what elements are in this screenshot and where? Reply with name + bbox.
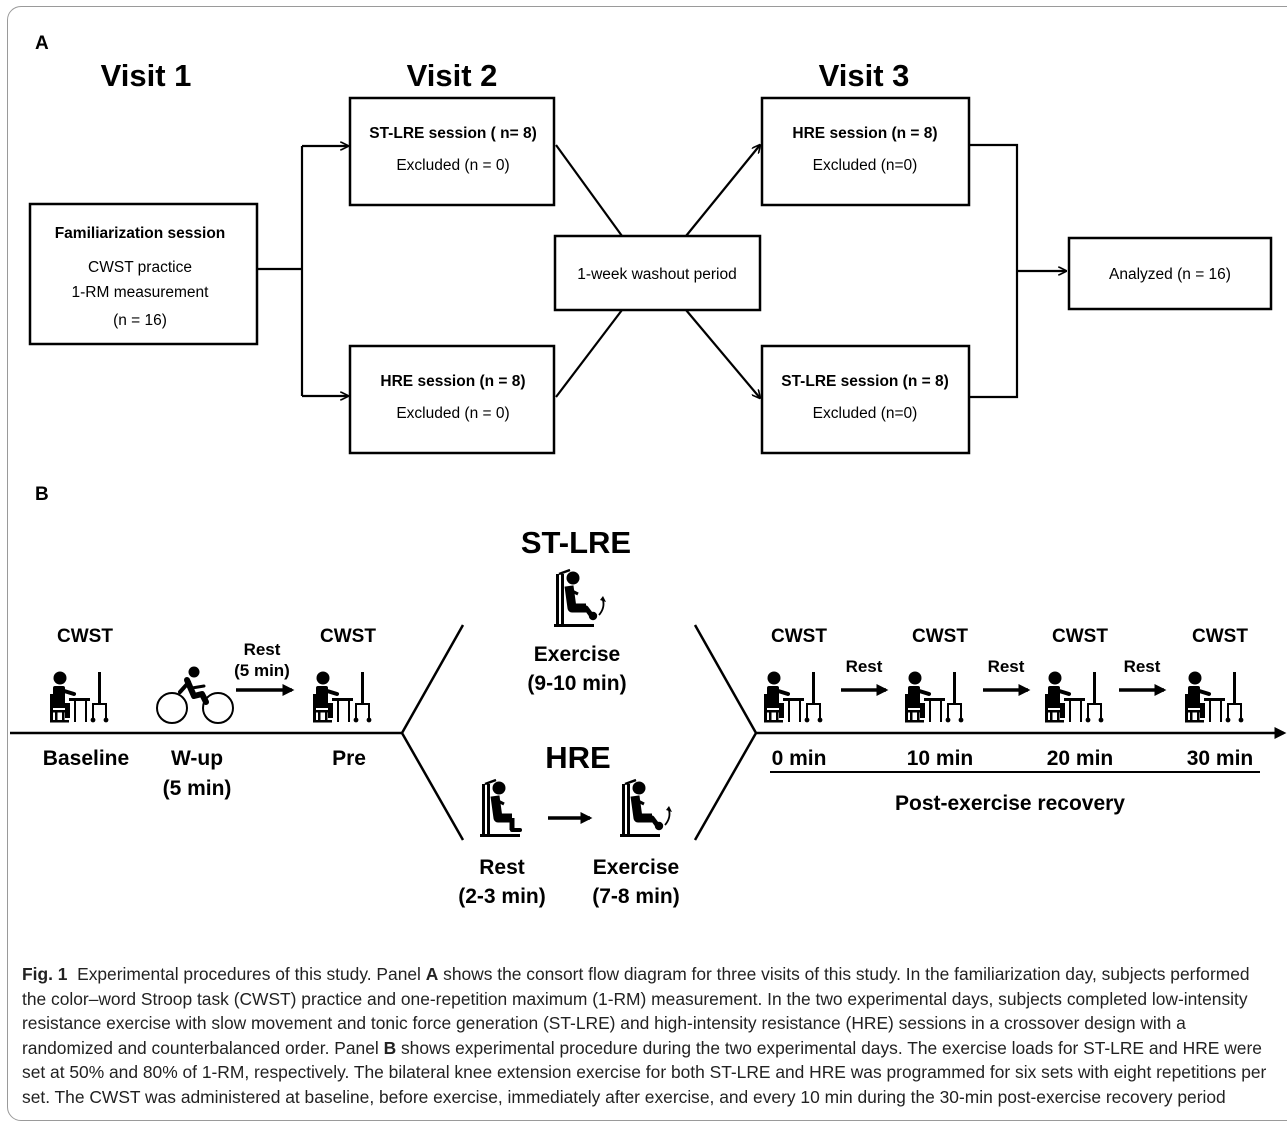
- timepoint-20: 20 min: [1047, 747, 1114, 770]
- figure-diagram: A Visit 1 Visit 2 Visit 3 Familiarizatio…: [10, 33, 1287, 908]
- caption-panel-a-ref: A: [425, 964, 439, 984]
- visit2-bottom-excluded: Excluded (n = 0): [396, 405, 509, 422]
- rest-label-3: Rest: [1124, 657, 1161, 676]
- cwst-desk-icon-pre: [311, 669, 374, 725]
- phase-divider-right: [693, 624, 758, 841]
- rest-label-2: Rest: [988, 657, 1025, 676]
- cwst-desk-icon-30min: [1183, 669, 1246, 725]
- figure-caption: Fig. 1 Experimental procedures of this s…: [22, 962, 1272, 1109]
- wup-label: W-up: [171, 747, 223, 770]
- cwst-desk-icon-20min: [1043, 669, 1106, 725]
- timepoint-10: 10 min: [907, 747, 974, 770]
- caption-panel-b-ref: B: [383, 1037, 397, 1058]
- timepoint-0: 0 min: [772, 747, 827, 770]
- hre-exercise-icon: [620, 780, 672, 837]
- caption-text-1: Experimental procedures of this study. P…: [77, 964, 426, 984]
- cwst-label-0min: CWST: [771, 626, 827, 647]
- visit3-bottom-excluded: Excluded (n=0): [813, 405, 918, 422]
- cwst-label-baseline: CWST: [57, 626, 113, 647]
- cwst-desk-icon-0min: [762, 669, 825, 725]
- st-lre-exercise-icon: [554, 570, 606, 627]
- analyzed-label: Analyzed (n = 16): [1109, 266, 1231, 283]
- pre-label: Pre: [332, 747, 366, 770]
- visit-2-heading: Visit 2: [407, 58, 498, 93]
- visit2-top-box: [348, 96, 556, 207]
- rest-label-1: Rest: [846, 657, 883, 676]
- cwst-label-10min: CWST: [912, 626, 968, 647]
- washout-label: 1-week washout period: [577, 266, 736, 283]
- timepoint-30: 30 min: [1187, 747, 1254, 770]
- cycling-icon: [157, 667, 233, 724]
- st-lre-exercise-duration: (9-10 min): [527, 672, 626, 695]
- panel-b-label: B: [35, 484, 49, 505]
- visit-1-heading: Visit 1: [101, 58, 192, 93]
- cwst-desk-icon-baseline: [48, 669, 111, 725]
- visit-3-heading: Visit 3: [819, 58, 910, 93]
- visit3-bottom-box: [760, 344, 971, 455]
- wup-duration: (5 min): [163, 777, 232, 800]
- analyzed-box: [1067, 236, 1273, 311]
- caption-figure-label: Fig. 1: [22, 964, 68, 984]
- st-lre-title: ST-LRE: [521, 525, 631, 560]
- cwst-desk-icon-10min: [903, 669, 966, 725]
- caption-text-3: shows experimental procedure during the …: [22, 1037, 1267, 1107]
- familiarization-text: Familiarization session CWST practice 1-…: [55, 225, 226, 329]
- st-lre-exercise-label: Exercise: [534, 643, 620, 666]
- panel-a-connectors: [257, 145, 1066, 398]
- visit2-bottom-box: [348, 344, 556, 455]
- hre-rest-duration: (2-3 min): [458, 885, 546, 908]
- visit3-top-box: [760, 96, 971, 207]
- visit2-top-excluded: Excluded (n = 0): [396, 157, 509, 174]
- familiarization-line-1: CWST practice: [88, 259, 192, 276]
- cwst-label-pre: CWST: [320, 626, 376, 647]
- panel-a-label: A: [35, 33, 49, 54]
- familiarization-line-2: 1-RM measurement: [72, 284, 210, 301]
- rest-label-warmup: Rest: [244, 640, 281, 659]
- familiarization-box: [28, 202, 259, 346]
- caption-text-2: shows the consort flow diagram for three…: [22, 964, 1250, 1058]
- baseline-label: Baseline: [43, 747, 129, 770]
- hre-title: HRE: [545, 740, 610, 775]
- visit2-bottom-title: HRE session (n = 8): [380, 373, 525, 390]
- familiarization-line-3: (n = 16): [113, 312, 167, 329]
- visit2-top-title: ST-LRE session ( n= 8): [369, 125, 537, 142]
- hre-exercise-duration: (7-8 min): [592, 885, 680, 908]
- recovery-label: Post-exercise recovery: [895, 792, 1125, 815]
- visit3-top-excluded: Excluded (n=0): [813, 157, 918, 174]
- hre-rest-label: Rest: [479, 856, 525, 879]
- hre-rest-icon: [480, 780, 520, 837]
- visit3-bottom-title: ST-LRE session (n = 8): [781, 373, 949, 390]
- rest-duration-warmup: (5 min): [234, 661, 290, 680]
- phase-divider-left: [400, 624, 465, 841]
- visit3-top-title: HRE session (n = 8): [792, 125, 937, 142]
- familiarization-title: Familiarization session: [55, 225, 226, 242]
- washout-box: [553, 234, 762, 312]
- cwst-label-20min: CWST: [1052, 626, 1108, 647]
- hre-exercise-label: Exercise: [593, 856, 679, 879]
- cwst-label-30min: CWST: [1192, 626, 1248, 647]
- panel-a-boxes: [28, 96, 1273, 455]
